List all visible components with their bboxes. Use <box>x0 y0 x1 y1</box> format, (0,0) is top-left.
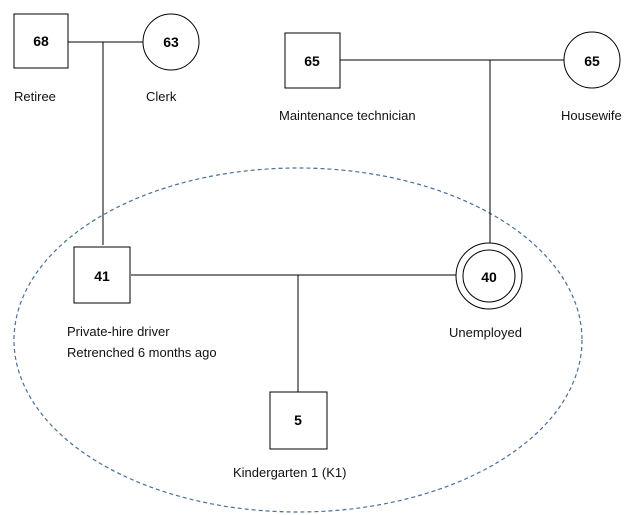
mother-inner-circle <box>462 249 516 303</box>
maternal-grandmother-label: Housewife <box>561 108 622 123</box>
paternal-grandfather-age: 68 <box>33 33 49 49</box>
maternal-grandfather-square <box>284 32 341 89</box>
father-square <box>73 246 131 304</box>
maternal-grandfather-age: 65 <box>304 53 320 69</box>
paternal-grandmother-circle <box>142 13 200 71</box>
paternal-grandfather-label: Retiree <box>14 89 56 104</box>
maternal-grandfather-label: Maintenance technician <box>279 108 416 123</box>
child-age: 5 <box>294 412 302 428</box>
paternal-grandfather-square <box>13 13 69 69</box>
household-boundary <box>13 167 583 513</box>
maternal-grandmother-circle <box>563 31 621 89</box>
father-label-occupation: Private-hire driver <box>67 324 170 339</box>
child-label: Kindergarten 1 (K1) <box>233 465 346 480</box>
paternal-grandmother-label: Clerk <box>146 89 177 104</box>
mother-label: Unemployed <box>449 325 522 340</box>
father-age: 41 <box>94 268 110 284</box>
paternal-grandmother-age: 63 <box>163 34 179 50</box>
maternal-grandmother-age: 65 <box>584 53 600 69</box>
mother-age: 40 <box>481 269 497 285</box>
child-square <box>269 391 328 450</box>
father-label-status: Retrenched 6 months ago <box>67 345 217 360</box>
